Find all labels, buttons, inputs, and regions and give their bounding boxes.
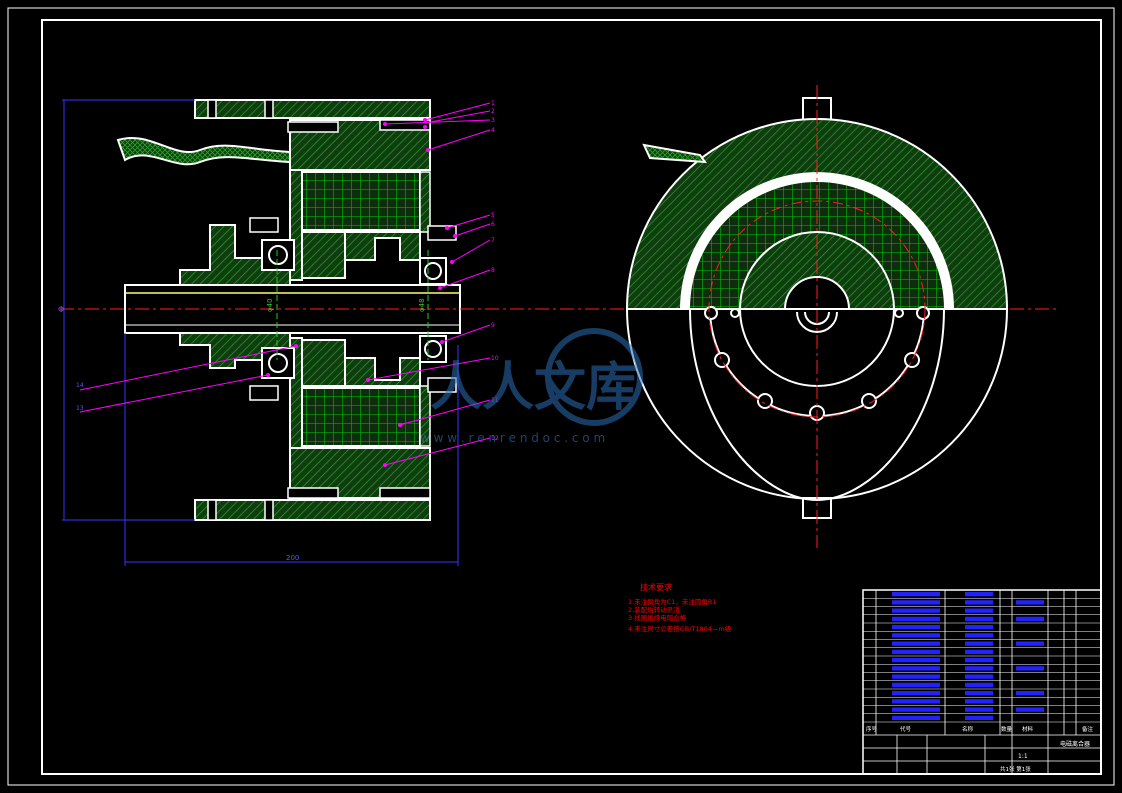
title-block: 序号 代号 名称 数量 材料 备注 电磁离合器 1:1 共1张 第1张 (862, 589, 1102, 775)
bom-cell (892, 641, 940, 646)
bom-cell (892, 649, 940, 654)
bom-cell (965, 600, 993, 605)
note-line-3: 3.线圈绝缘电阻合格 (628, 613, 687, 622)
outer-frame (7, 7, 1115, 786)
bom-cell (892, 600, 940, 605)
part-number-4: 4 (491, 127, 495, 134)
dim-inner-a: φ40 (266, 298, 274, 312)
bom-cell (892, 707, 940, 712)
bom-cell (965, 658, 993, 663)
bom-cell (892, 666, 940, 671)
bom-cell (965, 666, 993, 671)
bom-cell (965, 707, 993, 712)
bom-cell (965, 641, 993, 646)
watermark-url: w w w . r e n r e n d o c . c o m (420, 431, 605, 445)
bom-cell (892, 616, 940, 621)
leader-lines (79, 102, 491, 466)
drawing-sheet: 共1张 第1张 (1000, 765, 1031, 773)
bom-cell (1016, 616, 1044, 621)
bom-header-no: 序号 (866, 725, 878, 733)
bom-cell (1016, 707, 1044, 712)
drawing-title: 电磁离合器 (1060, 740, 1090, 748)
bom-header-material: 材料 (1022, 725, 1034, 733)
dim-inner-b: φ48 (418, 298, 426, 312)
bom-cell (1016, 641, 1044, 646)
section-view: φ40 φ48 (116, 99, 461, 521)
bom-cell (965, 691, 993, 696)
bom-cell (965, 699, 993, 704)
note-line-2: 2.装配后转动灵活 (628, 605, 680, 614)
end-view (625, 85, 1009, 548)
bom-cell (892, 682, 940, 687)
bom-cell (1016, 691, 1044, 696)
bom-cell (892, 625, 940, 630)
bom-cell (965, 616, 993, 621)
bom-cell (965, 682, 993, 687)
part-number-14: 14 (76, 382, 84, 389)
bom-cell (965, 633, 993, 638)
inner-frame (41, 19, 1102, 775)
bom-header-qty: 数量 (1001, 725, 1013, 733)
leader-dots (266, 118, 457, 467)
part-number-9: 9 (491, 322, 495, 329)
part-number-6: 6 (491, 221, 495, 228)
bom-cell (892, 691, 940, 696)
part-number-1: 1 (491, 100, 495, 107)
bom-cell (892, 633, 940, 638)
bom-cell (892, 715, 940, 720)
part-number-12: 12 (491, 435, 499, 442)
bom-cell (965, 592, 993, 597)
bom-cell (965, 674, 993, 679)
part-number-7: 7 (491, 237, 495, 244)
bom-cell (965, 715, 993, 720)
part-number-3: 3 (491, 117, 495, 124)
bom-cell (892, 699, 940, 704)
note-line-4: 4.未注尺寸公差按GB/T1804—m级 (628, 624, 732, 633)
bom-cell (892, 608, 940, 613)
bom-header-code: 代号 (900, 725, 912, 733)
bom-header-name: 名称 (962, 725, 974, 733)
technical-notes: 技术要求 1.未注倒角为C1，未注圆角R1 2.装配后转动灵活 3.线圈绝缘电阻… (628, 582, 732, 633)
dim-height-label: Φ (58, 305, 64, 314)
drawing-scale: 1:1 (1018, 753, 1028, 760)
bom-cell (892, 592, 940, 597)
bom-cell (1016, 600, 1044, 605)
bom-cell (1016, 666, 1044, 671)
notes-heading: 技术要求 (640, 582, 672, 592)
bom-cell (892, 658, 940, 663)
part-number-10: 10 (491, 355, 499, 362)
bom-cell (892, 674, 940, 679)
part-number-11: 11 (491, 397, 499, 404)
part-number-8: 8 (491, 267, 495, 274)
dim-width-label: 200 (286, 554, 299, 562)
bom-cell (965, 625, 993, 630)
part-number-13: 13 (76, 405, 84, 412)
bom-header-remark: 备注 (1082, 725, 1094, 733)
bom-cell (965, 649, 993, 654)
part-number-5: 5 (491, 212, 495, 219)
watermark: 人人文库 w w w . r e n r e n d o c . c o m (420, 328, 643, 445)
bom-cell (965, 608, 993, 613)
note-line-1: 1.未注倒角为C1，未注圆角R1 (628, 597, 717, 606)
part-number-2: 2 (491, 108, 495, 115)
dimension-lines (62, 99, 459, 566)
watermark-brand: 人人文库 (430, 358, 638, 418)
